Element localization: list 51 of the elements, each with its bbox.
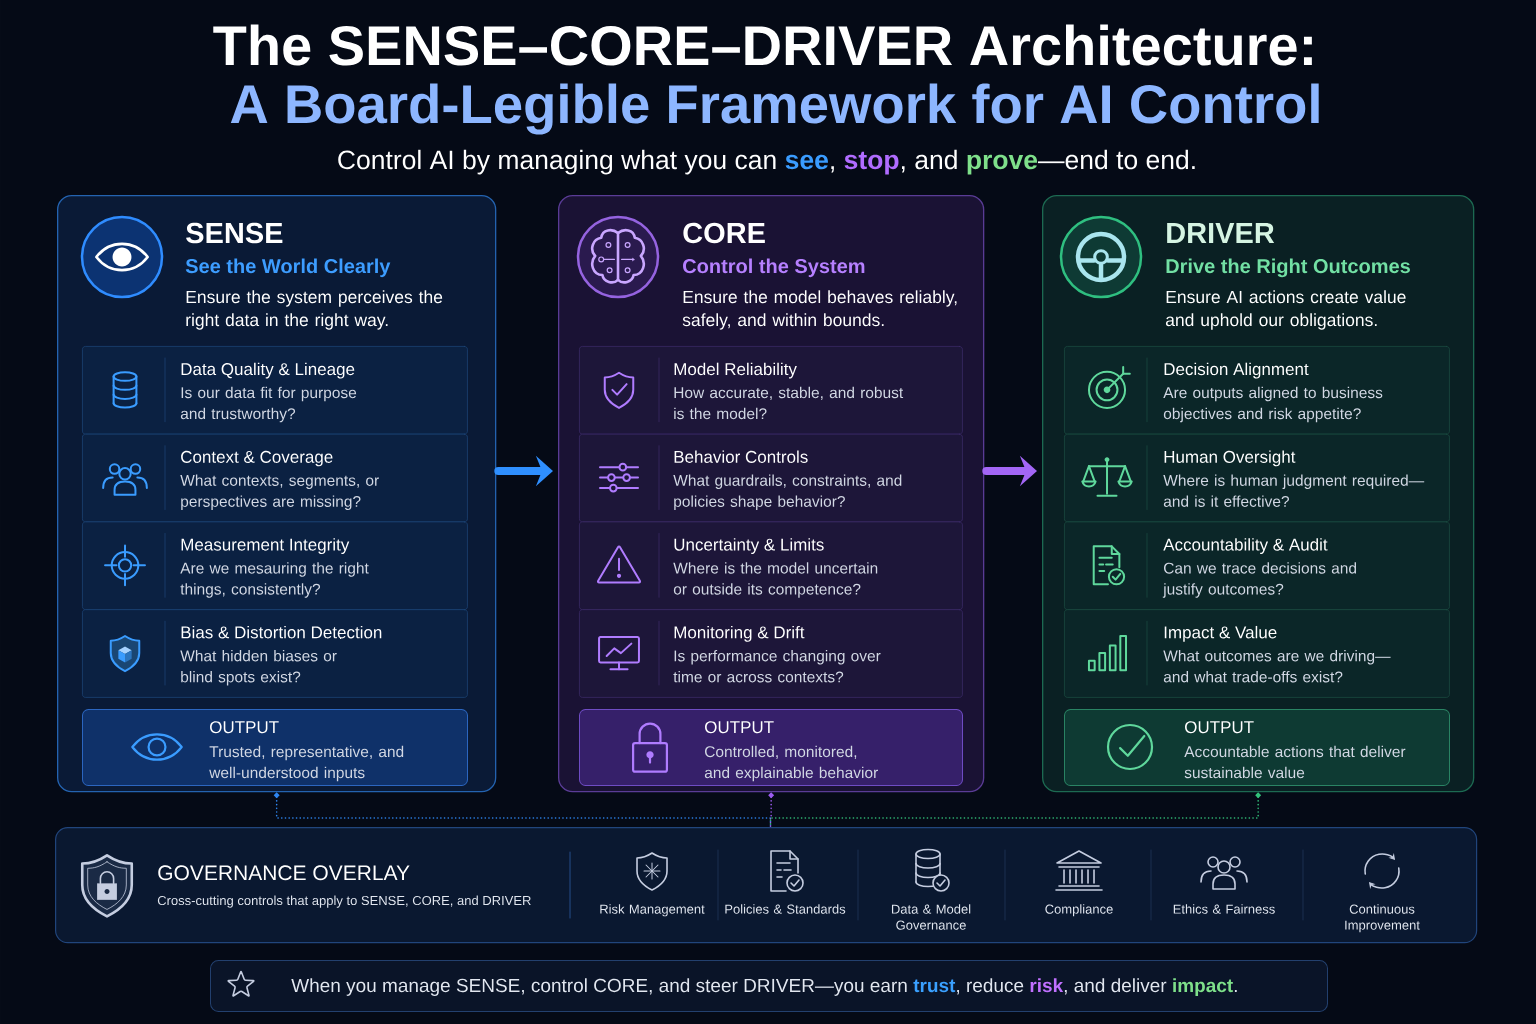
row-text: Where is human judgment required—and is it effective? <box>1163 474 1425 507</box>
row-heading: Model Reliability <box>674 362 797 379</box>
row-heading: Bias & Distortion Detection <box>181 625 382 639</box>
control-label: Policies & Standards <box>725 904 846 914</box>
row-text: What hidden biases or blind spots exist? <box>180 650 337 686</box>
row-text: How accurate, stable, and robust is the model? <box>674 386 904 420</box>
title: The SENSE–CORE–DRIVER Architecture: <box>213 24 1312 66</box>
row-heading: Monitoring & Drift <box>674 625 805 642</box>
row-text: What outcomes are we driving—and what trade-offs exist? <box>1163 650 1391 683</box>
row-heading: Data Quality & Lineage <box>181 362 355 379</box>
row-heading: Decision Alignment <box>1164 362 1309 379</box>
row-heading: Accountability & Audit <box>1163 538 1328 555</box>
panel-subtitle: Control the System <box>683 258 865 278</box>
tagline: Control AI by managing what you can see, stop, and prove—end to end. <box>338 149 1195 175</box>
overlay-title: GOVERNANCE OVERLAY <box>158 865 410 881</box>
panel-subtitle: Drive the Right Outcomes <box>1166 258 1410 278</box>
output-label: OUTPUT <box>1185 721 1254 734</box>
row-heading: Context & Coverage <box>181 450 333 467</box>
panel-description: Ensure AI actions create value and uphold our obligations. <box>1165 290 1406 330</box>
control-label: Ethics & Fairness <box>1173 904 1275 914</box>
control-label: Compliance <box>1045 904 1113 917</box>
row-heading: Measurement Integrity <box>181 538 350 555</box>
output-text: Trusted, representative, and well-understood inputs <box>209 745 404 782</box>
row-heading: Human Oversight <box>1164 450 1296 467</box>
control-label: Risk Management <box>600 904 705 917</box>
row-heading: Uncertainty & Limits <box>674 538 824 555</box>
overlay-text: Cross-cutting controls that apply to SENSE, CORE, and DRIVER <box>157 895 531 908</box>
panel-title: CORE <box>683 222 765 244</box>
control-label: Continuous Improvement <box>1345 904 1420 933</box>
output-label: OUTPUT <box>210 721 279 734</box>
row-text: What contexts, segments, or perspectives are missing? <box>180 474 379 510</box>
panel-subtitle: See the World Clearly <box>185 258 391 278</box>
output-label: OUTPUT <box>705 721 774 734</box>
panel-description: Ensure the model behaves reliably, safely, and within bounds. <box>682 290 957 330</box>
output-text: Controlled, monitored, and explainable behavior <box>704 745 878 782</box>
panel-title: SENSE <box>186 222 283 244</box>
panel-description: Ensure the system perceives the right data in the right way. <box>186 290 443 330</box>
row-text: Is our data fit for purpose and trustworthy? <box>180 386 357 423</box>
row-heading: Impact & Value <box>1164 625 1277 642</box>
subtitle: A Board-Legible Framework for AI Control <box>230 83 1319 135</box>
banner: When you manage SENSE, control CORE, and steer DRIVER—you earn trust, reduce risk, and deliver impact. <box>210 960 1328 1012</box>
row-text: Where is the model uncertain or outside its competence? <box>673 562 878 598</box>
row-text: Are we mesauring the right things, consistently? <box>180 562 369 598</box>
panel-title: DRIVER <box>1167 223 1275 243</box>
row-text: Are outputs aligned to business objectives and risk appetite? <box>1163 386 1383 423</box>
row-text: Is performance changing over time or across contexts? <box>673 650 881 683</box>
row-text: What guardrails, constraints, and policies shape behavior? <box>673 474 902 510</box>
row-text: Can we trace decisions and justify outcomes? <box>1162 562 1357 598</box>
output-text: Accountable actions that deliver sustainable value <box>1184 745 1406 779</box>
row-heading: Behavior Controls <box>674 450 808 463</box>
control-label: Data & Model Governance <box>892 904 971 930</box>
